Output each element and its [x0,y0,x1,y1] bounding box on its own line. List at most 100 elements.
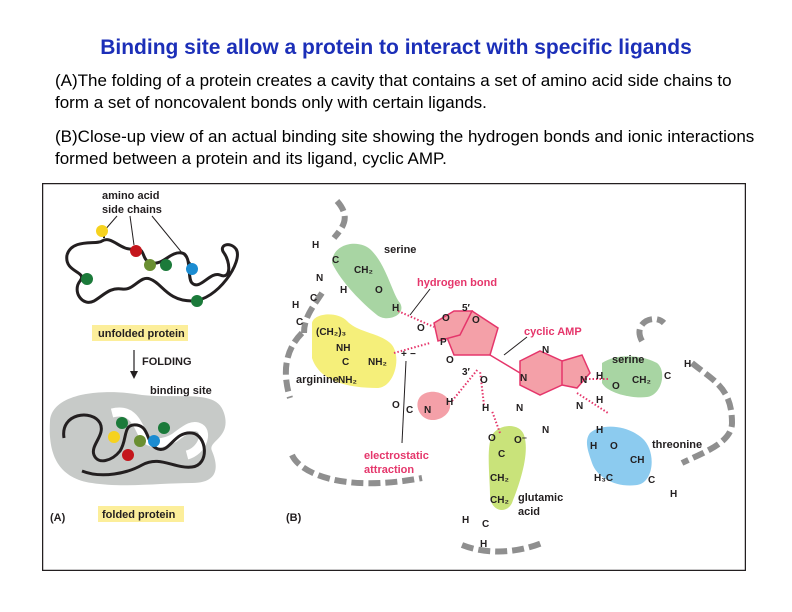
panel-a: amino acid side chains unfolded protein … [49,190,239,524]
atom-o: O [488,433,496,444]
group-ch2: CH₂ [632,375,651,386]
atom-h: H [596,371,603,382]
side-chain-green [81,273,93,285]
group-ch: CH [630,455,644,466]
atom-h: H [480,539,487,550]
atom-n: N [542,345,549,356]
side-chain-blue [186,263,198,275]
figure: amino acid side chains unfolded protein … [41,182,747,572]
atom-c: C [296,317,303,328]
atom-c: C [664,371,671,382]
atom-o: O [612,381,620,392]
serine-top-blob [332,243,402,319]
camp-adenine [519,350,591,396]
atom-c: C [310,293,317,304]
group-h3c: H₃C [594,473,613,484]
atom-n: N [516,403,523,414]
side-chain-blue [148,435,160,447]
atom-h: H [292,300,299,311]
atom-c: C [342,357,349,368]
atom-n: N [580,375,587,386]
side-chain-red [122,449,134,461]
atom-h: H [670,489,677,500]
label-cyclic-amp: cyclic AMP [524,326,582,338]
atom-h: H [596,395,603,406]
side-chain-yellow [108,431,120,443]
label-hydrogen-bond: hydrogen bond [417,277,497,289]
arginine-blob [312,314,397,388]
atom-n: N [576,401,583,412]
hydrogen-bonds [393,310,609,434]
glutamic-acid-blob [488,426,526,510]
atom-o-minus: O⁻ [514,435,527,446]
group-nh2: NH₂ [368,357,387,368]
label-folded-protein: folded protein [102,509,176,521]
side-chain-olive [144,259,156,271]
group-ch2: CH₂ [490,473,509,484]
slide-title: Binding site allow a protein to interact… [100,36,692,59]
atom-h: H [590,441,597,452]
atom-o: O [442,313,450,324]
label-electrostatic: electrostatic [364,450,429,462]
label-arginine: arginine [296,374,339,386]
unfolded-label-bg [92,325,188,341]
atom-c: C [648,475,655,486]
label-5-prime: 5′ [462,303,471,314]
side-chain-green [191,295,203,307]
side-chain-olive [134,435,146,447]
atom-o: O [446,355,454,366]
label-unfolded-protein: unfolded protein [98,328,185,340]
panel-b: H C N H CH₂ O H H C C (CH₂)₃ NH C NH₂ NH… [282,199,736,555]
side-chain-green [160,259,172,271]
atom-h: H [482,403,489,414]
atom-c: C [482,519,489,530]
atom-h: H [312,240,319,251]
atom-h: H [446,397,453,408]
label-glutamic: glutamic [518,492,563,504]
threonine-blob [586,426,652,486]
label-folding: FOLDING [142,356,192,368]
label-binding-site: binding site [150,385,212,397]
paragraph-b: (B)Close-up view of an actual binding si… [55,127,755,168]
figure-svg: amino acid side chains unfolded protein … [41,182,747,572]
label-3-prime: 3′ [462,367,471,378]
side-chain-red [130,245,142,257]
atom-o: O [610,441,618,452]
label-attraction: attraction [364,464,414,476]
glutamic-pink-blob [417,391,451,421]
atom-o: O [417,323,425,334]
atom-o: O [392,400,400,411]
atom-o: O [472,315,480,326]
atom-h: H [596,425,603,436]
label-acid: acid [518,506,540,518]
group-ch2: CH₂ [354,265,373,276]
group-ch2: CH₂ [490,495,509,506]
group-ch2-3: (CH₂)₃ [316,327,347,338]
folding-arrowhead [130,371,138,379]
atom-n: N [424,405,431,416]
label-serine-top: serine [384,244,416,256]
atom-n: N [542,425,549,436]
group-nh2: NH₂ [338,375,357,386]
label-threonine: threonine [652,439,702,451]
folded-chain [62,413,206,477]
protein-backbone [282,199,736,555]
label-amino-acid: amino acid [102,190,159,202]
atom-o: O [375,285,383,296]
atom-h: H [340,285,347,296]
atom-n: N [520,373,527,384]
atom-h: H [392,303,399,314]
paragraph-a: (A)The folding of a protein creates a ca… [55,71,732,112]
atom-h: H [684,359,691,370]
group-nh: NH [336,343,350,354]
pointer-line [129,215,135,246]
atom-c: C [406,405,413,416]
atom-c: C [498,449,505,460]
panel-b-letter: (B) [286,512,302,524]
label-serine-right: serine [612,354,644,366]
side-chain-green [158,422,170,434]
atom-o: O [480,375,488,386]
atom-n: N [316,273,323,284]
panel-a-letter: (A) [50,512,66,524]
folded-label-bg [98,506,184,522]
